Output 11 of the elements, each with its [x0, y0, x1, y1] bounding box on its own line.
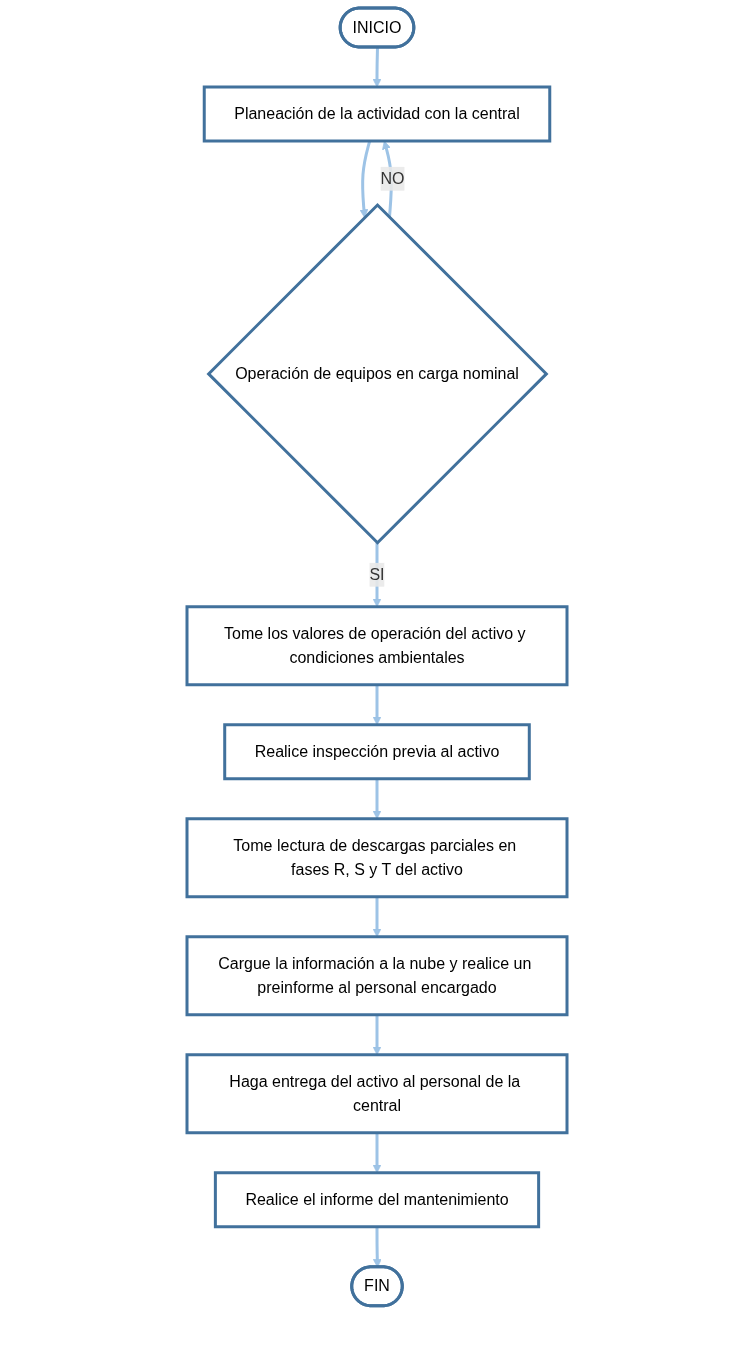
node-box: Realice el informe del mantenimiento	[213, 1171, 541, 1229]
node-box: Cargue la información a la nube y realice un preinforme al personal encargado	[185, 935, 569, 1017]
node-box: Planeación de la actividad con la central	[202, 85, 552, 143]
edge-label: SI	[369, 565, 385, 583]
edge-label: NO	[380, 169, 405, 187]
node-box: Haga entrega del activo al personal de la central	[185, 1053, 569, 1135]
node-box: Realice inspección previa al activo	[223, 723, 531, 781]
node-box: Tome los valores de operación del activo y condiciones ambientales	[185, 605, 569, 687]
arrow	[372, 47, 382, 88]
node-diamond: Operación de equipos en carga nominal	[206, 202, 549, 545]
node-box: Tome lectura de descargas parciales en fases R, S y T del activo	[185, 817, 569, 899]
